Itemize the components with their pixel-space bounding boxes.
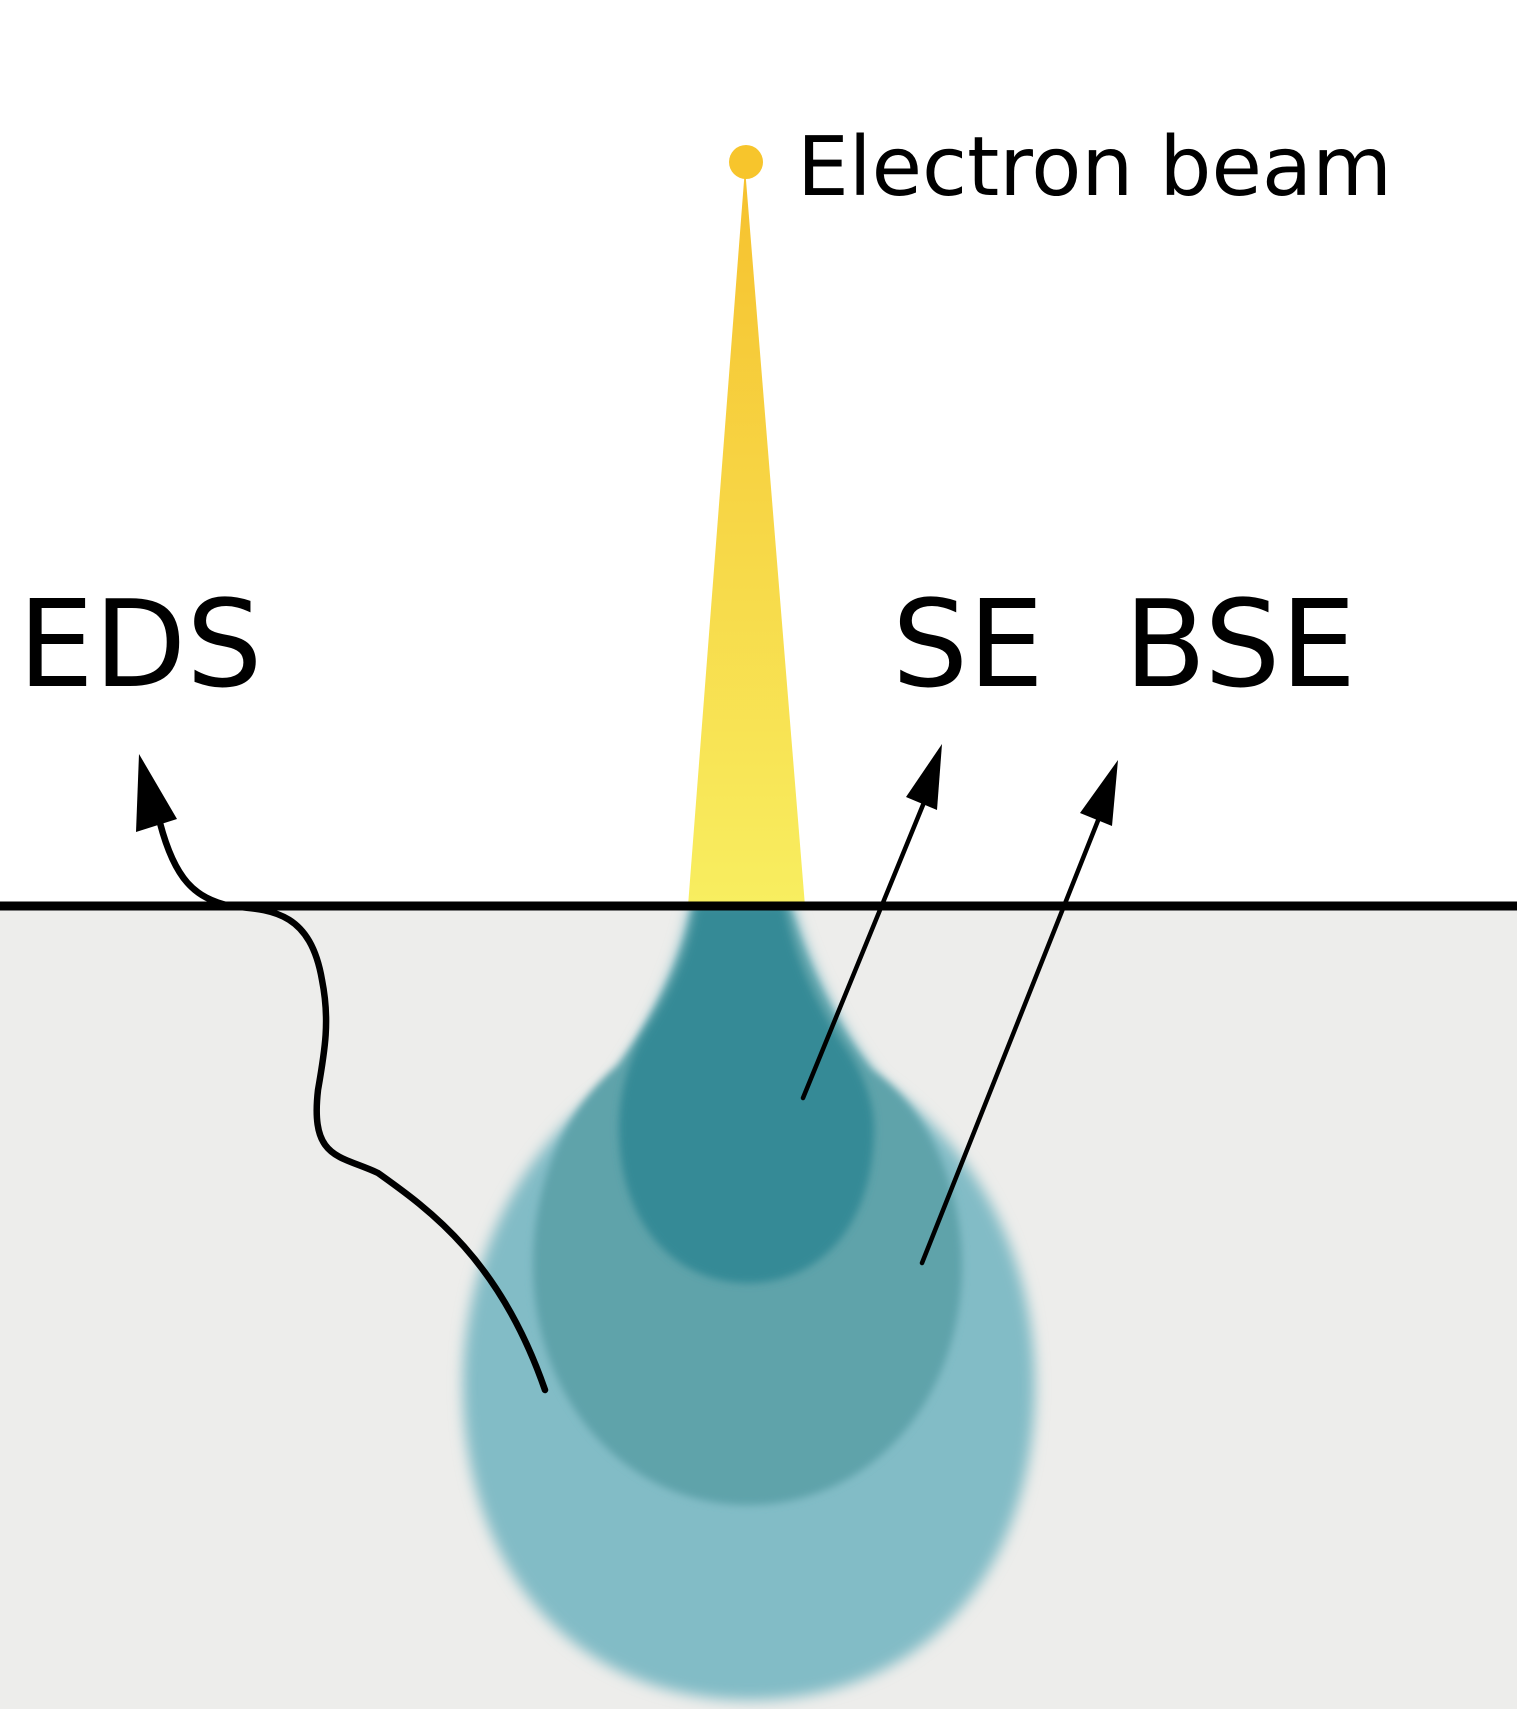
electron-source-dot-icon [729,145,763,179]
eds-label: EDS [18,576,262,715]
interaction-volume-inner [619,906,874,1283]
eds-xray-wavy-arrow-icon [156,819,549,1394]
bse-arrow-line [919,815,1102,1266]
bse-label: BSE [1124,576,1356,715]
se-arrow-line [800,797,928,1101]
electron-beam-cone [688,168,805,906]
se-arrow-head-icon [906,744,942,810]
eds-arrow-head-icon [136,754,177,832]
se-label: SE [892,576,1044,715]
bse-arrow-head-icon [1080,760,1118,826]
interaction-volume [463,906,1035,1700]
electron-beam-label: Electron beam [797,120,1392,215]
